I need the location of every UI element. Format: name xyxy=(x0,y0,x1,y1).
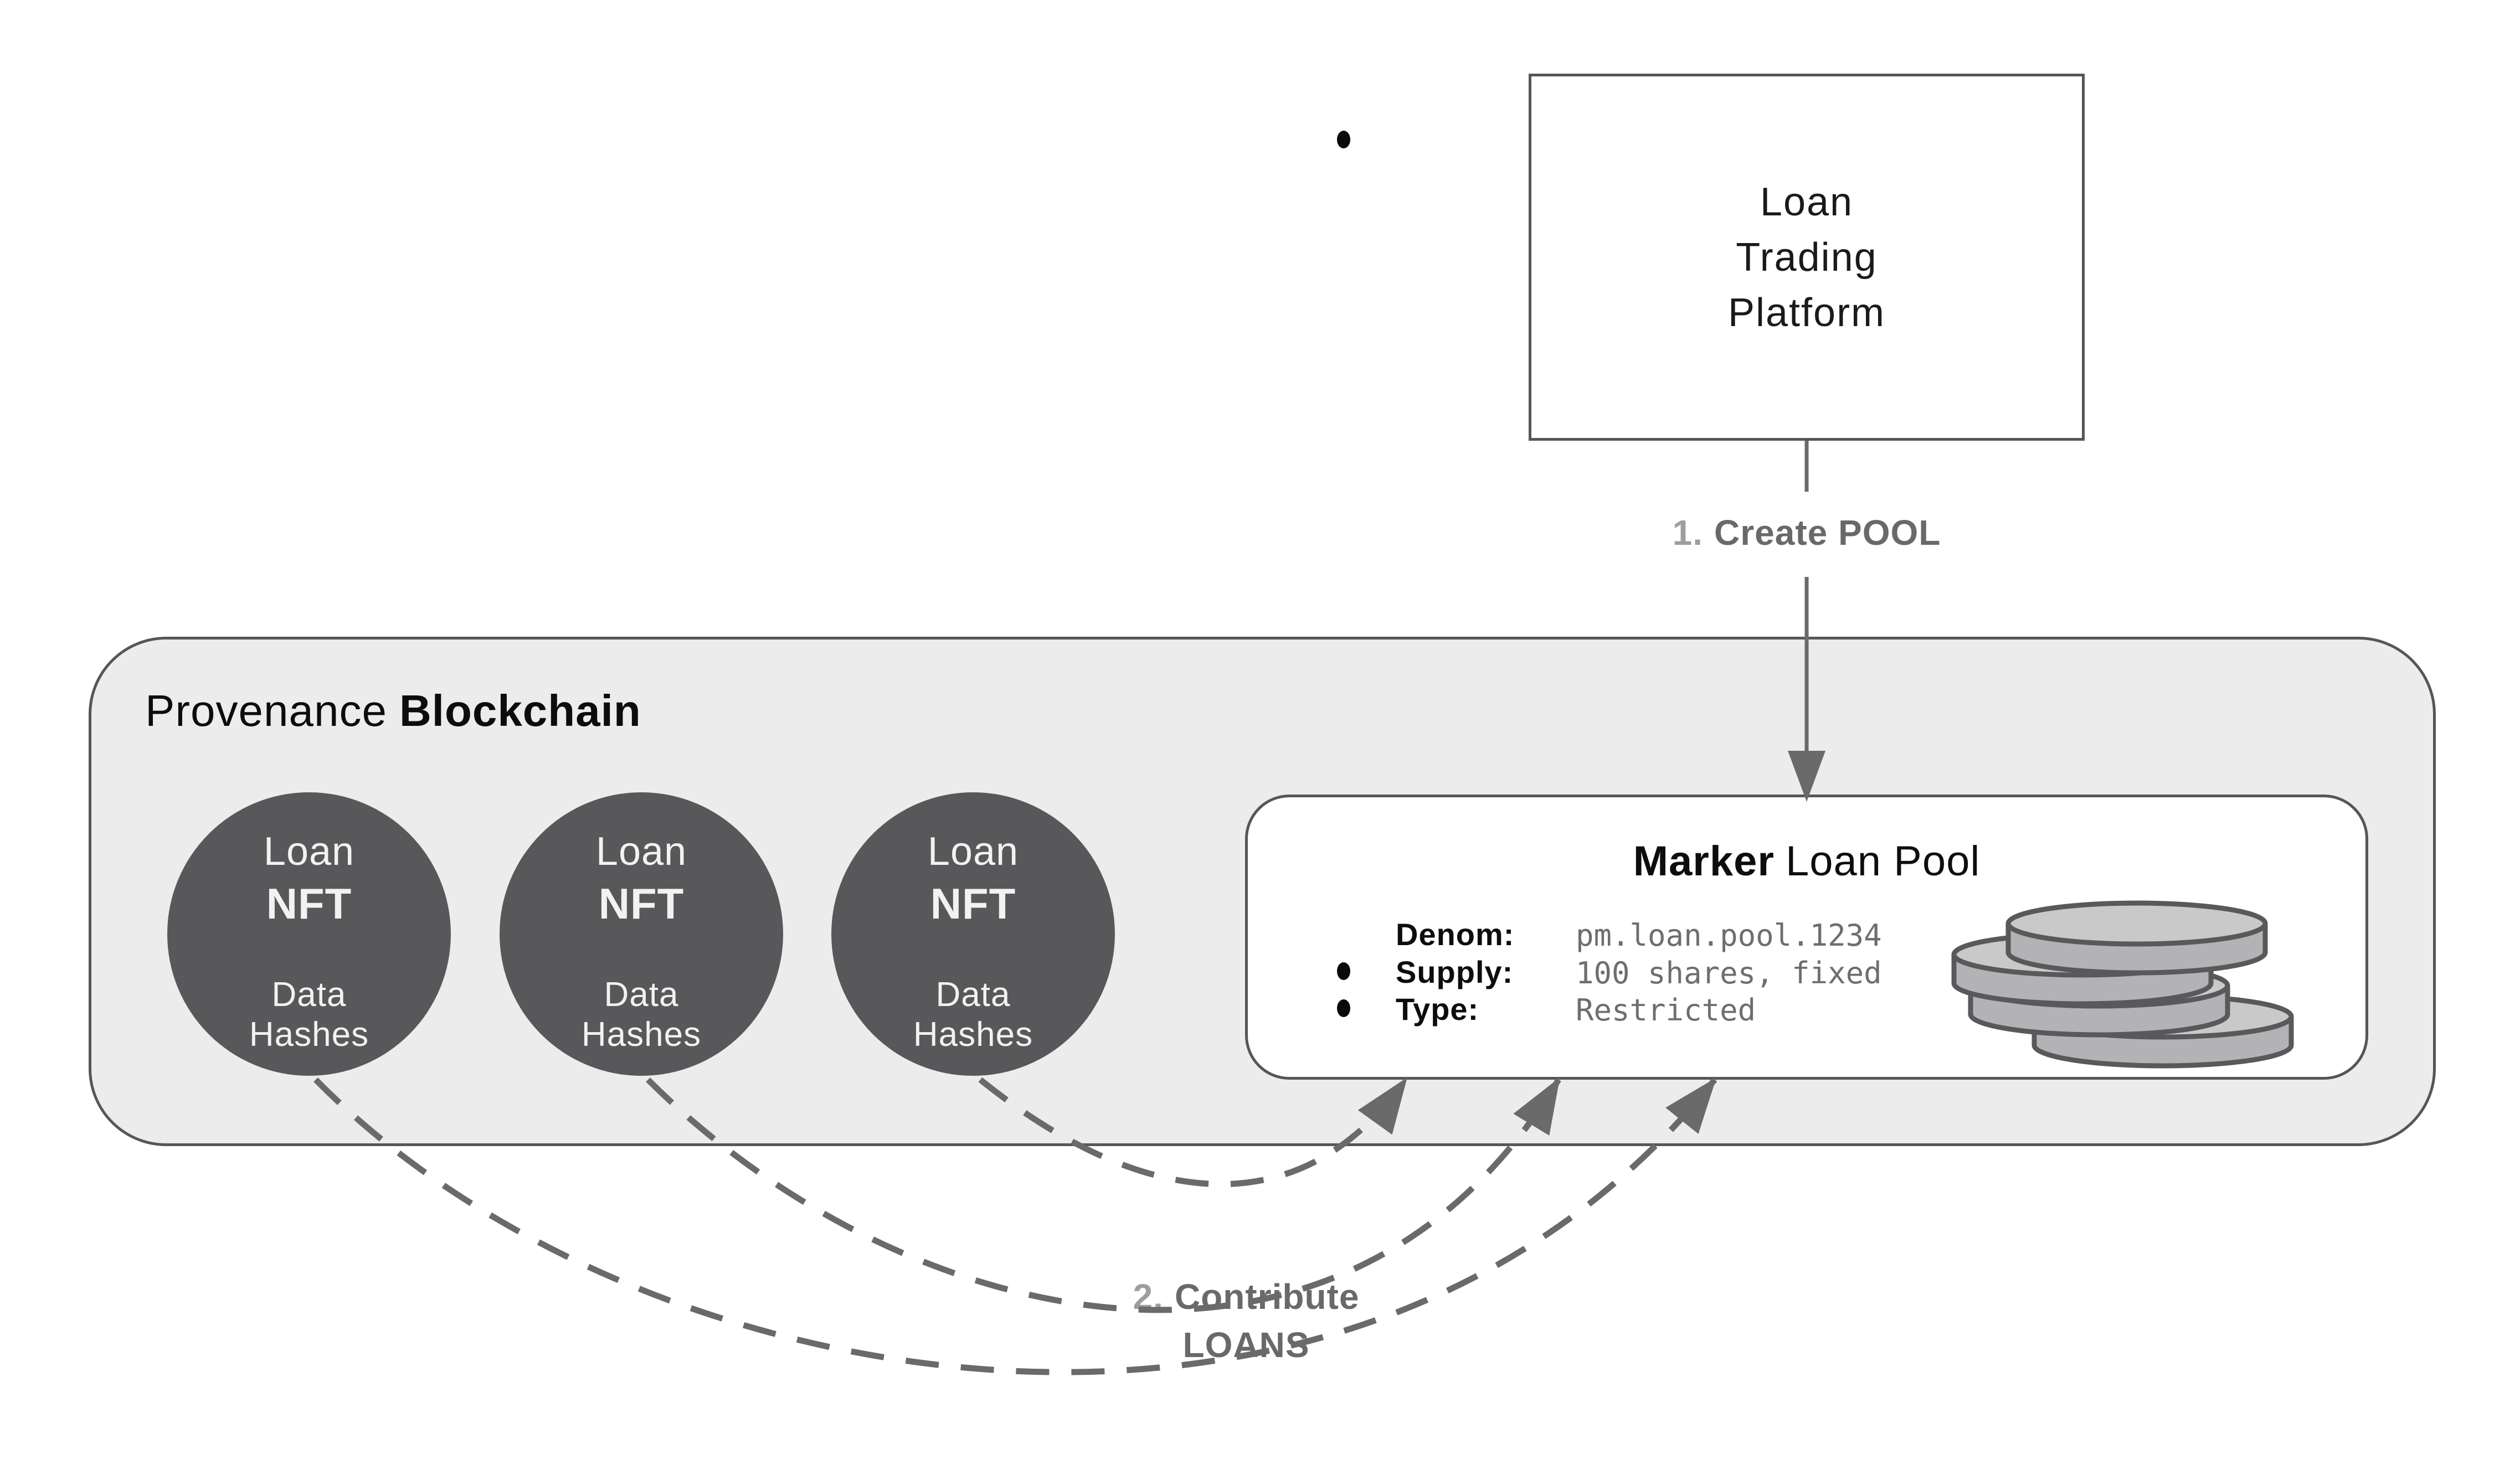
nft-line: Loan xyxy=(263,829,355,874)
pool-row-label: Supply: xyxy=(1396,955,1514,989)
loan-nft-circle-1: Loan NFT Data Hashes xyxy=(167,792,451,1076)
loan-nft-circle-3: Loan NFT Data Hashes xyxy=(831,792,1115,1076)
provenance-title-bold: Blockchain xyxy=(399,686,641,735)
pool-row-label: Denom: xyxy=(1396,917,1515,952)
nft-line: NFT xyxy=(598,879,685,928)
step2-text-line1: Contribute xyxy=(1174,1277,1360,1317)
nft-line: Data xyxy=(604,976,679,1014)
bullet-icon xyxy=(1337,999,1350,1017)
nft-line: NFT xyxy=(930,879,1016,928)
marker-title-bold: Marker xyxy=(1633,838,1775,885)
platform-line: Trading xyxy=(1736,235,1878,280)
nft-line: Loan xyxy=(927,829,1019,874)
step2-loans-line: LOANS xyxy=(1080,1324,1412,1365)
pool-row-value: Restricted xyxy=(1576,993,1756,1028)
nft-line: Data xyxy=(935,976,1011,1014)
platform-line: Platform xyxy=(1727,290,1886,335)
provenance-title-regular: Provenance xyxy=(145,686,387,735)
step2-number: 2. xyxy=(1133,1277,1164,1317)
nft-line: Loan xyxy=(595,829,687,874)
step1-text: Create POOL xyxy=(1714,513,1941,553)
marker-title-regular: Loan Pool xyxy=(1785,838,1981,885)
nft-line: Hashes xyxy=(913,1015,1033,1054)
pool-row-value: 100 shares, fixed xyxy=(1576,956,1882,991)
bullet-icon xyxy=(1337,131,1350,148)
nft-line: Hashes xyxy=(249,1015,369,1054)
step2-text-line2: LOANS xyxy=(1182,1325,1310,1365)
nft-line: NFT xyxy=(266,879,352,928)
platform-line: Loan xyxy=(1760,179,1854,224)
bullet-icon xyxy=(1337,962,1350,980)
step1-create-pool-label: 1.Create POOL xyxy=(1640,512,1973,553)
step2-contribute-loans-label: 2.Contribute xyxy=(1080,1276,1412,1317)
nft-line: Hashes xyxy=(581,1015,702,1054)
loan-nft-circle-2: Loan NFT Data Hashes xyxy=(500,792,783,1076)
pool-row-label: Type: xyxy=(1396,992,1479,1027)
step1-number: 1. xyxy=(1672,513,1704,553)
nft-line: Data xyxy=(271,976,347,1014)
loan-trading-platform-box: Loan Trading Platform xyxy=(1529,74,2085,441)
pool-row-value: pm.loan.pool.1234 xyxy=(1576,918,1882,953)
